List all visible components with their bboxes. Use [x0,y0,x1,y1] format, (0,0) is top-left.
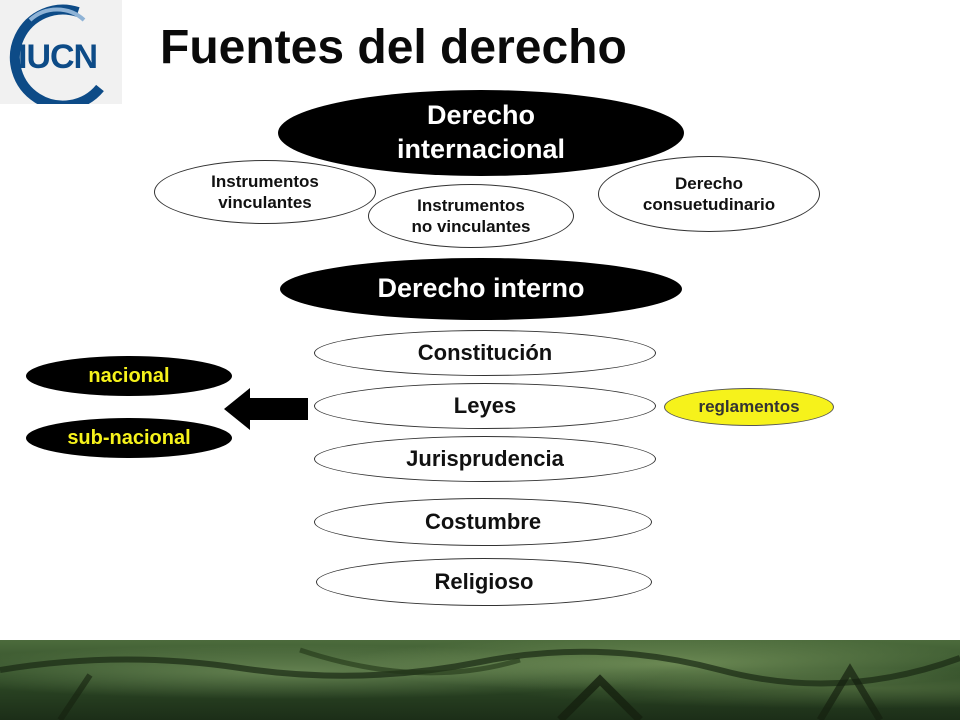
page-title: Fuentes del derecho [160,21,627,74]
reglamentos-ellipse: reglamentos [664,388,834,426]
derecho-internacional-ellipse: Derecho internacional [278,90,684,176]
iucn-logo: IUCN [0,0,122,104]
forest-branches-icon [0,647,960,720]
derecho-consuetudinario-ellipse: Derecho consuetudinario [598,156,820,232]
derecho-consuetudinario-line2: consuetudinario [642,195,776,214]
logo-text: IUCN [18,38,98,76]
leyes-ellipse: Leyes [314,383,656,429]
reglamentos-label: reglamentos [698,397,800,417]
sub-nacional-label: sub-nacional [67,426,191,449]
forest-footer-image [0,640,960,720]
derecho-consuetudinario-line1: Derecho [674,173,743,193]
derecho-internacional-line2: internacional [396,134,566,164]
sub-nacional-ellipse: sub-nacional [26,418,232,458]
instrumentos-no-vinculantes-ellipse: Instrumentos no vinculantes [368,184,574,248]
logo-swoosh-icon [9,4,104,104]
instrumentos-vinculantes-ellipse: Instrumentos vinculantes [154,160,376,224]
derecho-internacional-line1: Derecho [426,100,536,131]
instrumentos-no-vinculantes-line2: no vinculantes [411,217,531,236]
nacional-label: nacional [88,364,170,387]
nacional-ellipse: nacional [26,356,232,396]
religioso-ellipse: Religioso [316,558,652,606]
derecho-interno-ellipse: Derecho interno [280,258,682,320]
costumbre-ellipse: Costumbre [314,498,652,546]
constitucion-ellipse: Constitución [314,330,656,376]
costumbre-label: Costumbre [424,509,542,535]
instrumentos-vinculantes-line2: vinculantes [218,193,312,212]
jurisprudencia-ellipse: Jurisprudencia [314,436,656,482]
instrumentos-vinculantes-line1: Instrumentos [211,171,319,191]
religioso-label: Religioso [434,569,534,595]
jurisprudencia-label: Jurisprudencia [406,446,564,472]
left-arrow-icon [224,388,308,430]
instrumentos-no-vinculantes-line1: Instrumentos [417,195,525,215]
constitucion-label: Constitución [417,340,553,366]
derecho-interno-label: Derecho interno [377,273,585,304]
leyes-label: Leyes [453,393,517,419]
